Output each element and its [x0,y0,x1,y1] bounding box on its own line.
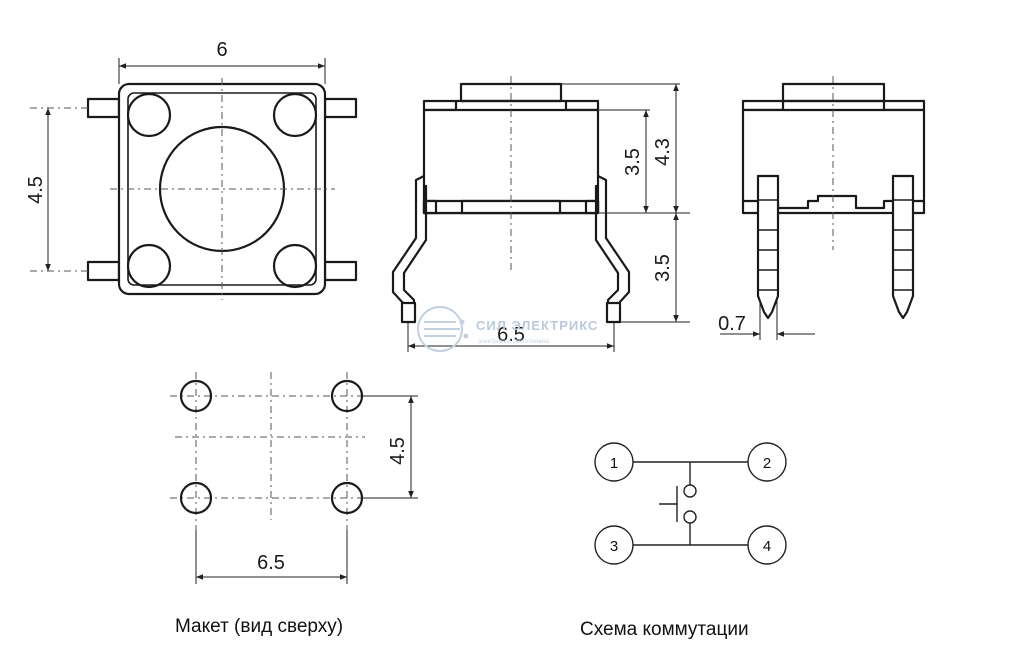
dim-layout-pitch-v: 4.5 [387,437,409,465]
svg-text:2: 2 [763,455,771,472]
dim-side-total: 4.3 [652,138,674,166]
front-view-leg-right [594,175,631,322]
dim-side-leg: 3.5 [652,254,674,282]
watermark: СИЛ ЭЛЕКТРИКС электрика и светотехника [417,306,598,352]
schematic-pin-2: 2 [747,442,787,482]
top-view-boss [126,243,172,289]
svg-text:1: 1 [610,455,618,472]
top-view-leg [86,97,121,119]
dim-top-width: 6 [216,39,227,61]
schematic-pin-1: 1 [594,442,634,482]
top-view: 6 4.5 [25,39,358,300]
layout-hole [179,379,213,413]
side-view: 0.7 [718,76,926,340]
svg-text:3: 3 [610,538,618,555]
layout-hole [179,481,213,515]
switch-schematic: 1 2 3 4 [594,442,787,565]
pcb-layout: 4.5 6.5 [170,372,418,584]
top-view-boss [272,243,318,289]
top-view-leg [323,260,358,282]
dim-pin-width: 0.7 [718,313,746,335]
dim-layout-pitch-h: 6.5 [257,552,285,574]
svg-text:4: 4 [763,538,771,555]
top-view-boss [272,92,318,138]
dim-top-height: 4.5 [25,176,47,204]
front-view-leg-left [391,175,428,322]
dim-side-body: 3.5 [622,148,644,176]
caption-layout: Макет (вид сверху) [175,616,344,637]
dim-side-span: 6.5 [497,324,525,346]
side-view-pin-left [756,174,780,320]
watermark-logo [417,306,469,352]
schematic-pin-4: 4 [747,525,787,565]
schematic-pin-3: 3 [594,525,634,565]
watermark-brand: СИЛ ЭЛЕКТРИКС [476,318,598,333]
caption-schematic: Схема коммутации [580,619,749,640]
top-view-leg [86,260,121,282]
top-view-boss [126,92,172,138]
top-view-leg [323,97,358,119]
front-view: 3.5 4.3 3.5 6.5 [391,76,690,352]
watermark-tagline: электрика и светотехника [478,339,550,345]
side-view-pin-right [891,174,915,320]
